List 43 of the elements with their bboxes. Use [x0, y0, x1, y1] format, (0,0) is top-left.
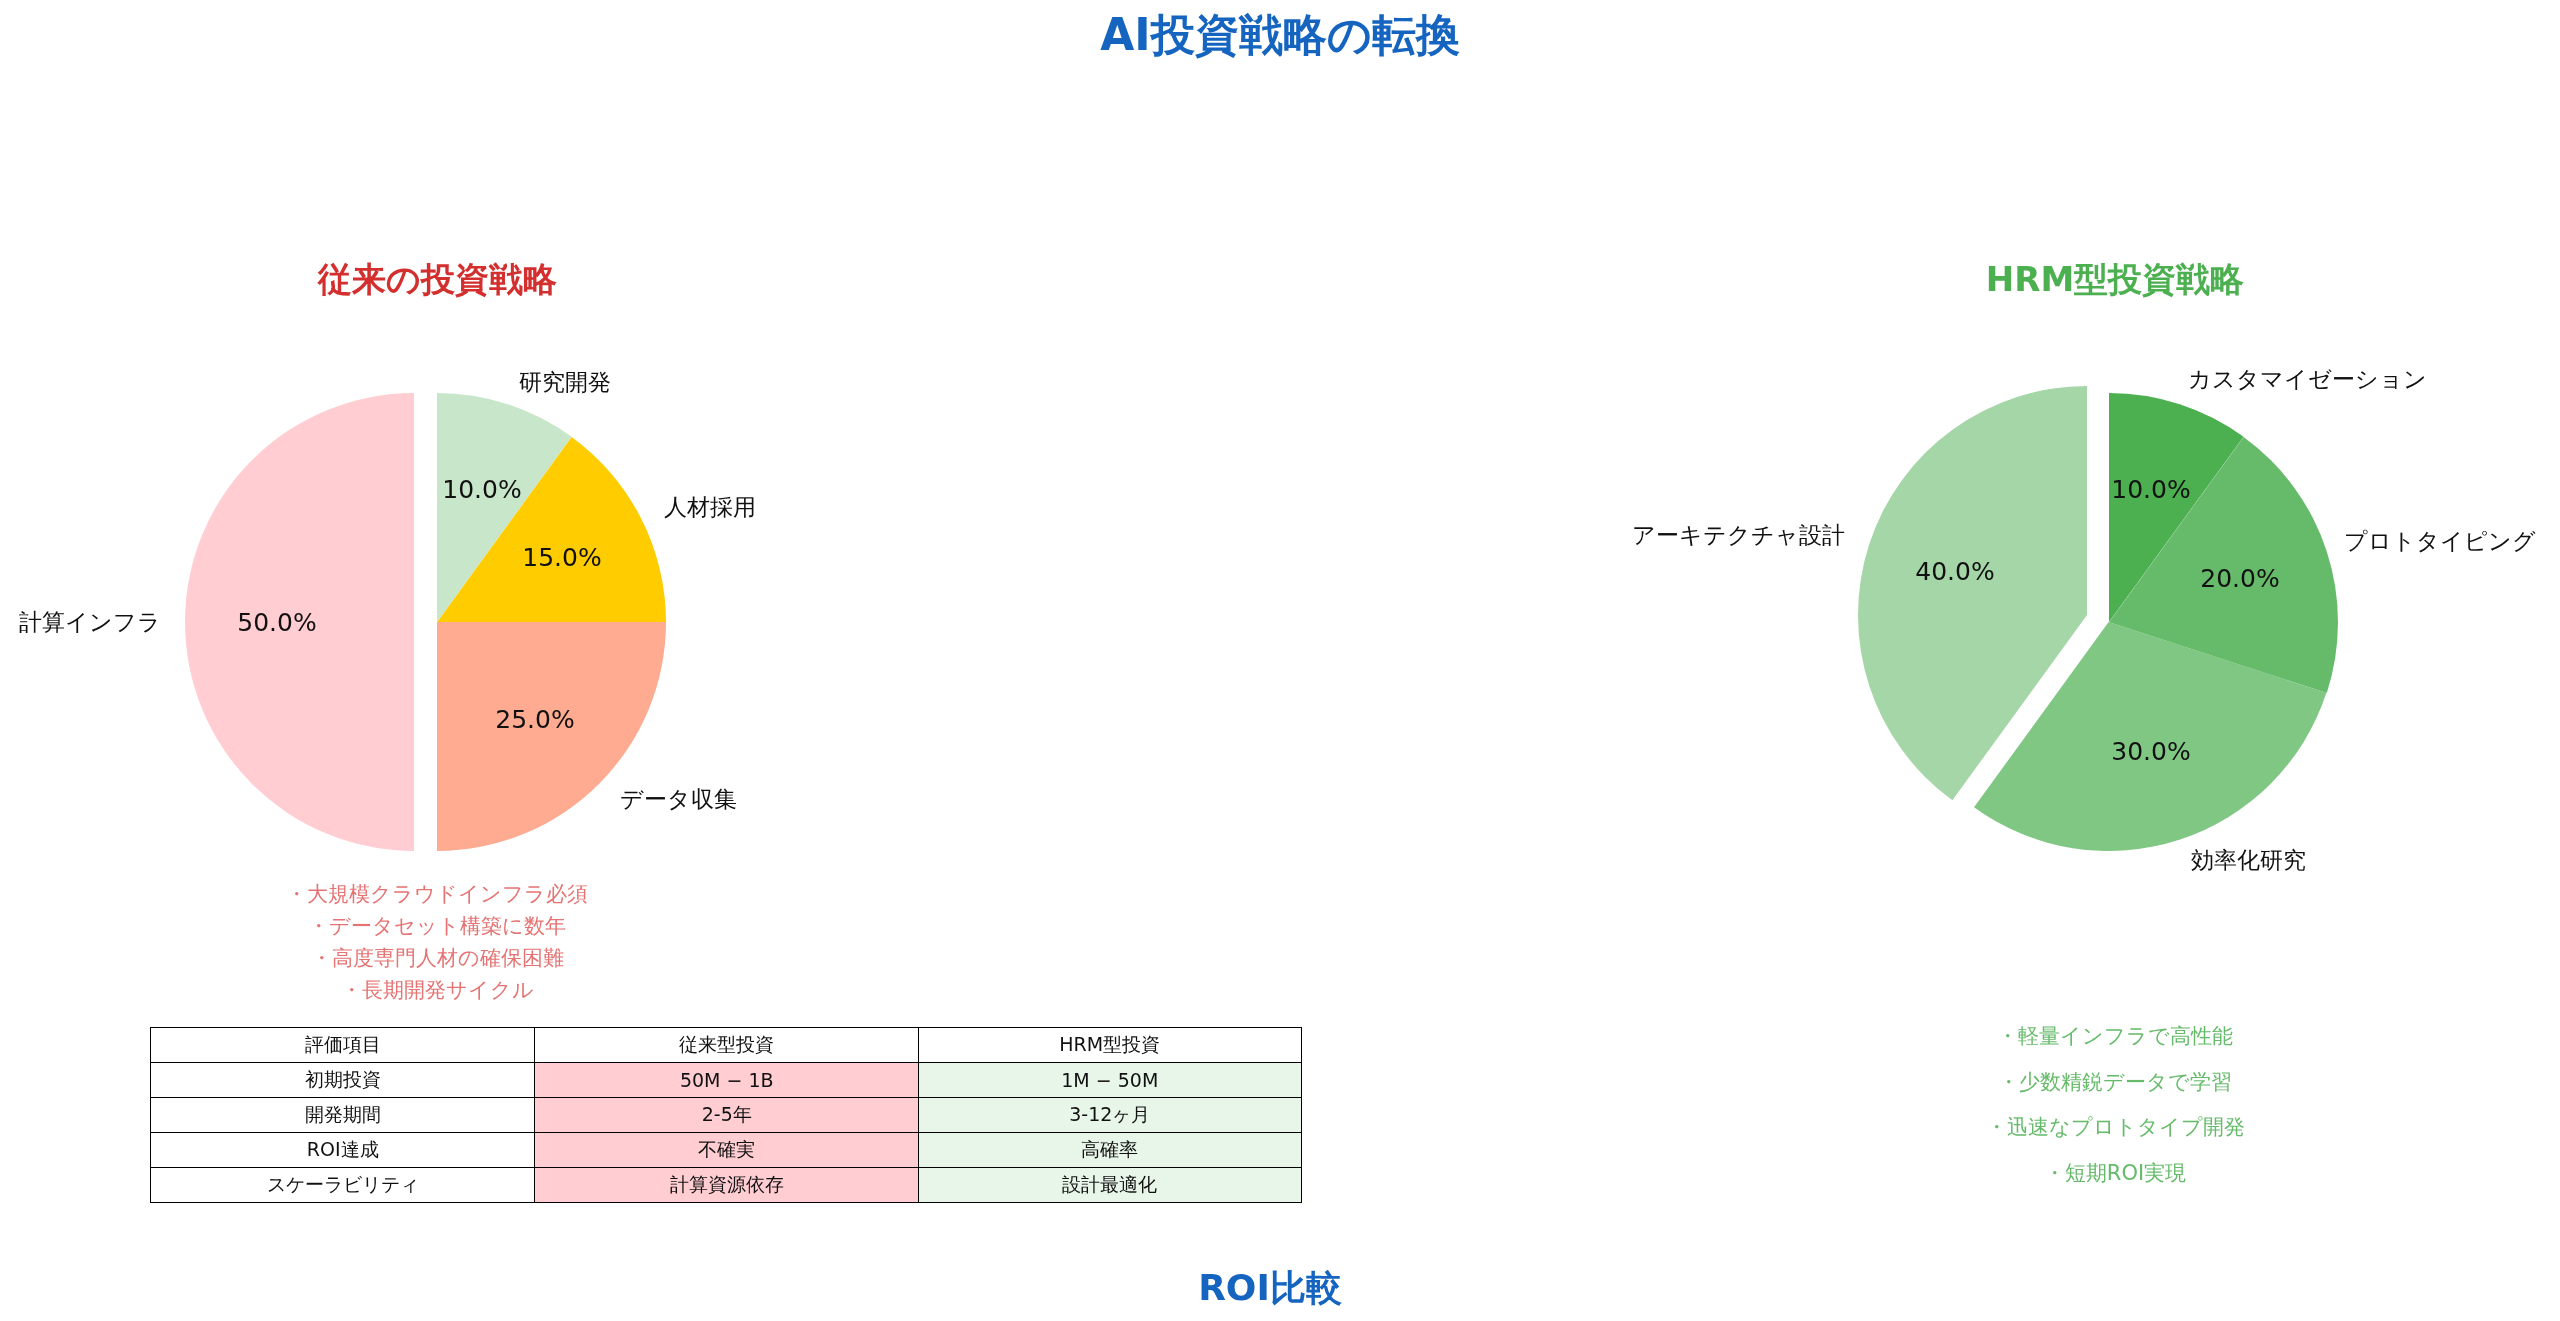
percentage-label: 40.0% [1915, 558, 1995, 586]
percentage-label: 10.0% [442, 476, 522, 504]
category-label: データ収集 [619, 787, 737, 813]
table-cell: スケーラビリティ [150, 1167, 536, 1203]
bullet-point: ・迅速なプロトタイプ開発 [1985, 1116, 2245, 1140]
bullet-point: ・少数精鋭データで学習 [1998, 1071, 2232, 1095]
bullet-point: ・短期ROI実現 [2043, 1162, 2187, 1186]
table-cell: 従来型投資 [534, 1027, 920, 1064]
category-label: 人材採用 [664, 495, 756, 521]
percentage-label: 50.0% [237, 609, 317, 637]
category-label: 研究開発 [519, 370, 611, 396]
bullet-point: ・大規模クラウドインフラ必須 [286, 883, 588, 907]
table-cell: 2-5年 [534, 1097, 920, 1134]
percentage-label: 25.0% [495, 706, 575, 734]
title: AI投資戦略の転換 [1100, 10, 1460, 60]
section-title: ROI比較 [1198, 1268, 1342, 1308]
bullet-point: ・データセット構築に数年 [308, 915, 566, 939]
percentage-label: 30.0% [2111, 738, 2191, 766]
category-label: アーキテクチャ設計 [1631, 523, 1845, 549]
category-label: プロトタイピング [2344, 529, 2536, 555]
table-cell: HRM型投資 [918, 1027, 1302, 1064]
bullet-point: ・高度専門人材の確保困難 [310, 947, 564, 971]
table-cell: 3-12ヶ月 [918, 1097, 1302, 1134]
chart-title: 従来の投資戦略 [317, 261, 557, 299]
bullet-point: ・軽量インフラで高性能 [1997, 1025, 2233, 1049]
table-cell: 開発期間 [150, 1097, 536, 1134]
table-cell: 評価項目 [150, 1027, 536, 1064]
percentage-label: 15.0% [522, 544, 602, 572]
percentage-label: 10.0% [2111, 476, 2191, 504]
table-cell: 計算資源依存 [534, 1167, 920, 1203]
table-cell: 高確率 [918, 1132, 1302, 1169]
table-cell: 設計最適化 [918, 1167, 1302, 1203]
table-cell: 不確実 [534, 1132, 920, 1169]
chart-title: HRM型投資戦略 [1985, 261, 2245, 299]
category-label: 計算インフラ [19, 610, 161, 636]
bullet-point: ・長期開発サイクル [340, 979, 534, 1003]
category-label: 効率化研究 [2191, 848, 2307, 874]
table-cell: 初期投資 [150, 1062, 536, 1099]
table-cell: 1M − 50M [918, 1062, 1302, 1099]
percentage-label: 20.0% [2200, 565, 2280, 593]
category-label: カスタマイゼーション [2187, 367, 2427, 393]
table-cell: ROI達成 [150, 1132, 536, 1169]
table-cell: 50M − 1B [534, 1062, 920, 1099]
